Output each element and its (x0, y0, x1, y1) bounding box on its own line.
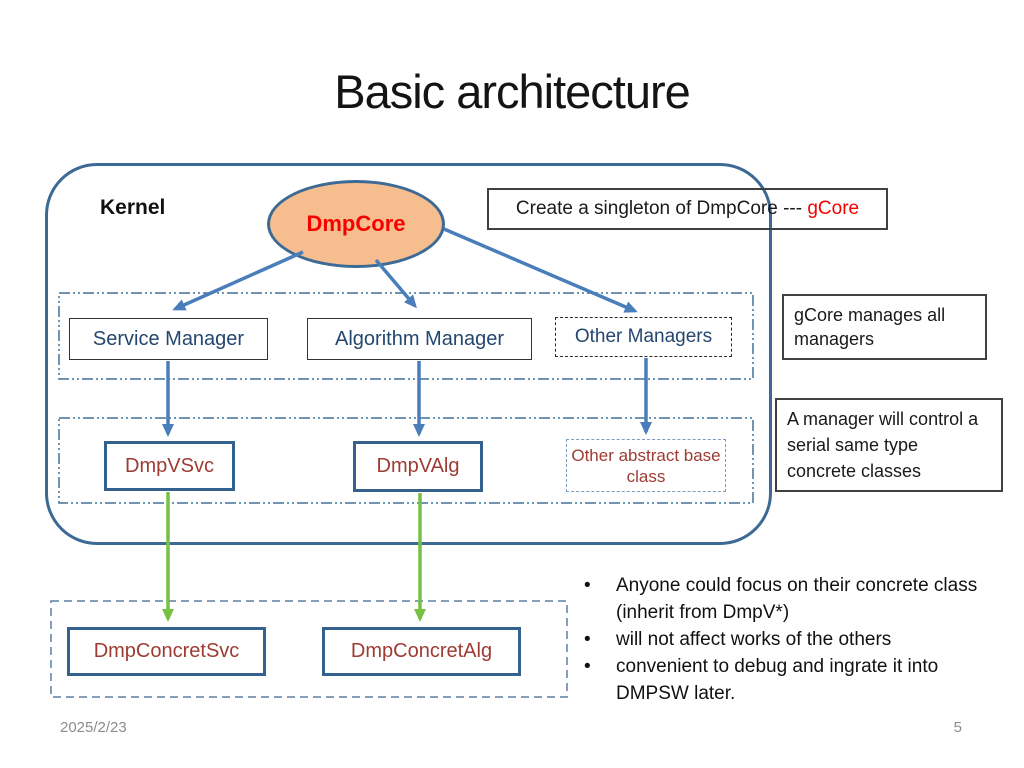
dmpcore-label: DmpCore (306, 211, 406, 236)
kernel-label: Kernel (100, 196, 166, 219)
bullet-icon: • (584, 629, 591, 650)
singleton-note-text: Create a singleton of DmpCore --- (515, 198, 808, 219)
service-manager-label: Service Manager (92, 327, 245, 350)
algorithm-manager-node: Algorithm Manager (307, 318, 532, 360)
kernel-container (45, 163, 772, 545)
dmpcore-node: DmpCore (267, 180, 445, 268)
other-managers-node: Other Managers (555, 317, 732, 357)
bullet-text: convenient to debug and ingrate it into … (616, 656, 939, 704)
dmpvsvc-node: DmpVSvc (104, 441, 235, 491)
dmpconcretsvc-label: DmpConcretSvc (93, 640, 240, 662)
list-item: • Anyone could focus on their concrete c… (580, 572, 980, 626)
bullet-text: will not affect works of the others (616, 629, 892, 650)
manager-control-note: A manager will control a serial same typ… (775, 398, 1003, 492)
service-manager-node: Service Manager (69, 318, 268, 360)
bullet-text: Anyone could focus on their concrete cla… (616, 575, 978, 623)
singleton-note: Create a singleton of DmpCore --- gCore (487, 188, 888, 230)
footer-page-number: 5 (953, 719, 962, 736)
dmpconcretsvc-node: DmpConcretSvc (67, 627, 266, 676)
algorithm-manager-label: Algorithm Manager (335, 327, 504, 350)
singleton-note-highlight: gCore (807, 198, 860, 219)
dmpconcretalg-node: DmpConcretAlg (322, 627, 521, 676)
dmpvalg-node: DmpVAlg (353, 441, 483, 492)
dmpvsvc-label: DmpVSvc (125, 454, 214, 477)
dmpvalg-label: DmpVAlg (376, 455, 460, 477)
bullet-icon: • (584, 656, 591, 677)
page-title: Basic architecture (334, 65, 691, 118)
other-managers-label: Other Managers (574, 326, 713, 347)
manager-control-note-text: A manager will control a serial same typ… (787, 409, 979, 481)
bullet-icon: • (584, 575, 591, 596)
bullet-list: • Anyone could focus on their concrete c… (580, 572, 980, 707)
gcore-note-text: gCore manages all managers (794, 305, 946, 349)
gcore-note: gCore manages all managers (782, 294, 987, 360)
other-abstract-label: Other abstract base class (571, 445, 721, 486)
list-item: • will not affect works of the others (580, 626, 980, 653)
footer-date: 2025/2/23 (60, 719, 127, 736)
other-abstract-node: Other abstract base class (566, 439, 726, 492)
list-item: • convenient to debug and ingrate it int… (580, 653, 980, 707)
dmpconcretalg-label: DmpConcretAlg (350, 640, 493, 662)
